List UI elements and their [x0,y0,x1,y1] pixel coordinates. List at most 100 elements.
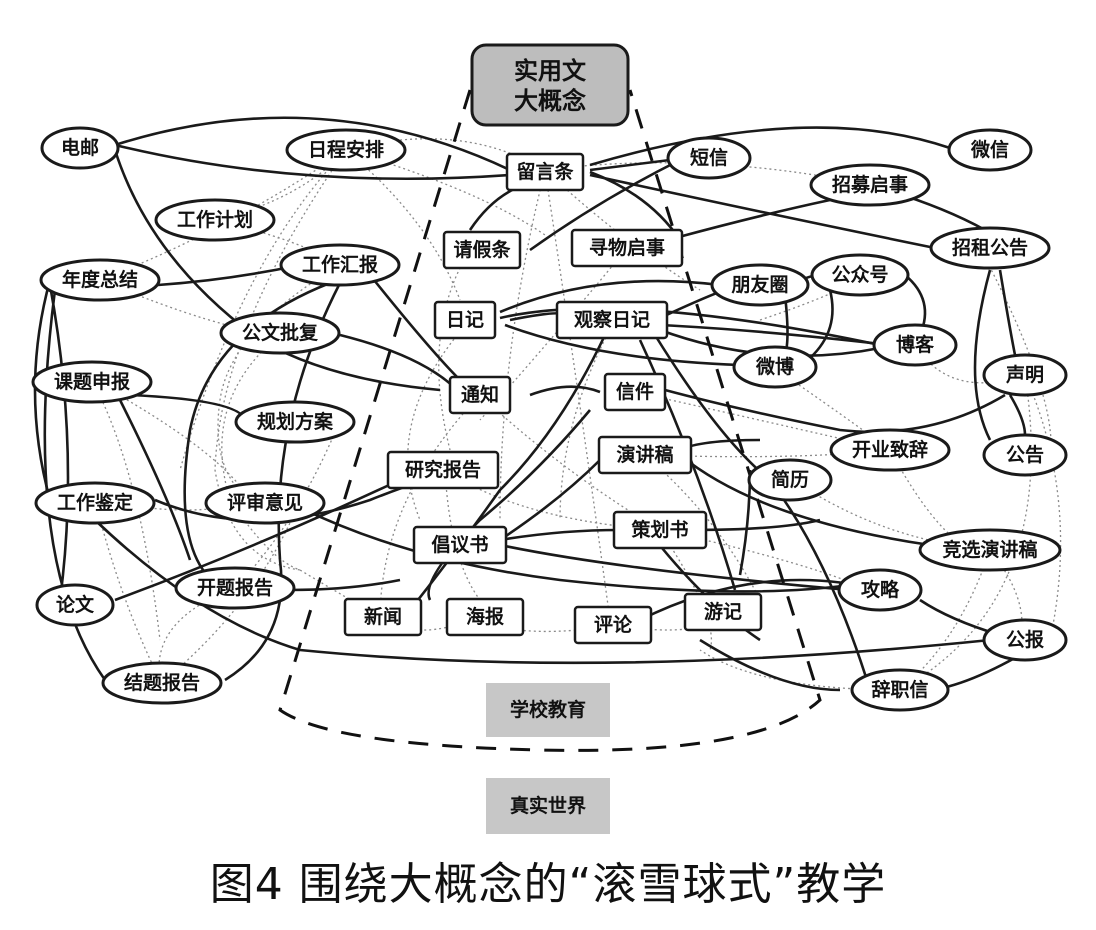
node-changyi: 倡议书 [412,525,508,565]
node-xinwen-shape [343,597,423,637]
node-yanjiang: 演讲稿 [597,435,693,475]
node-liuyan: 留言条 [505,152,585,192]
node-lunwen: 论文 [35,583,115,627]
node-zhaozu: 招租公告 [929,226,1051,270]
node-xunwu-shape [570,228,684,268]
node-tongzhi-label: 通知 [461,383,499,406]
figure-caption: 图4 围绕大概念的“滚雪球式”教学 [209,859,887,910]
node-kaiti-label: 开题报告 [197,576,273,599]
node-qingjia-shape [442,230,522,270]
node-jingxuan: 竞选演讲稿 [918,528,1062,572]
node-pengyouquan: 朋友圈 [710,263,810,307]
node-guancha: 观察日记 [555,300,669,340]
node-liuyan-shape [505,152,585,192]
node-jianli-label: 简历 [771,468,809,491]
node-cehua-shape [612,510,708,550]
node-tongzhi: 通知 [448,375,512,415]
node-gonggao: 公告 [982,433,1068,477]
node-riji-shape [433,300,497,340]
node-layer: 电邮日程安排工作计划年度总结工作汇报公文批复课题申报规划方案工作鉴定评审意见论文… [31,126,1068,712]
node-gongbao-shape [982,618,1068,662]
node-youji-label: 游记 [704,600,742,623]
node-weibo-shape [732,345,818,389]
node-riji: 日记 [433,300,497,340]
real-world-label: 真实世界 [486,778,610,834]
node-duanxin-shape [666,136,752,180]
node-gongzuojihua-label: 工作计划 [177,208,253,231]
top-concept-line-1: 实用文 [514,57,587,85]
node-cizhi-label: 辞职信 [871,678,928,701]
node-pingshen: 评审意见 [204,481,326,525]
node-shengming: 声明 [982,353,1068,397]
node-shengming-shape [982,353,1068,397]
node-gongwen: 公文批复 [219,311,341,355]
node-yanjiu-shape [386,450,500,490]
node-pinglun-shape [573,605,653,645]
node-changyi-label: 倡议书 [431,533,488,556]
node-xinjian-shape [603,372,667,412]
node-youji: 游记 [683,592,763,632]
node-changyi-shape [412,525,508,565]
node-cehua: 策划书 [612,510,708,550]
node-gongzuohuibao-label: 工作汇报 [302,253,378,276]
node-jianding-label: 工作鉴定 [57,491,133,514]
node-niandu-shape [39,258,161,302]
node-jingxuan-shape [918,528,1062,572]
node-zhaomu-shape [809,163,931,207]
node-gonglue-label: 攻略 [861,578,900,601]
node-qingjia-label: 请假条 [453,238,511,261]
node-zhaomu: 招募启事 [809,163,931,207]
node-jieti-label: 结题报告 [124,671,200,694]
school-education-label: 学校教育 [486,683,610,737]
node-jianli: 简历 [747,458,833,502]
node-gonglue-shape [837,568,923,612]
node-pingshen-label: 评审意见 [227,491,303,514]
node-kaiti: 开题报告 [174,566,296,610]
node-gongwen-label: 公文批复 [242,321,319,344]
node-shengming-label: 声明 [1005,363,1044,386]
top-concept-node: 实用文 大概念 [470,43,630,127]
node-youjian-shape [40,126,120,170]
node-lunwen-shape [35,583,115,627]
node-niandu: 年度总结 [39,258,161,302]
node-pengyouquan-shape [710,263,810,307]
node-cehua-label: 策划书 [631,518,688,541]
node-xunwu: 寻物启事 [570,228,684,268]
node-yanjiang-label: 演讲稿 [616,443,673,466]
node-jieti-shape [101,661,223,705]
node-pinglun-label: 评论 [594,613,633,636]
node-weixin: 微信 [947,128,1033,172]
node-cizhi: 辞职信 [850,668,950,712]
node-duanxin-label: 短信 [690,146,728,169]
node-kaiye: 开业致辞 [829,428,951,472]
node-cizhi-shape [850,668,950,712]
node-pinglun: 评论 [573,605,653,645]
node-guihua-label: 规划方案 [257,410,334,433]
node-jianli-shape [747,458,833,502]
node-yanjiang-shape [597,435,693,475]
node-weibo: 微博 [732,345,818,389]
node-gongzuojihua-shape [154,198,276,242]
node-keti-shape [31,360,153,404]
node-jingxuan-label: 竞选演讲稿 [942,538,1037,561]
node-yanjiu: 研究报告 [386,450,500,490]
node-gonggao-label: 公告 [1006,443,1044,466]
node-zhaozu-label: 招租公告 [952,236,1028,259]
node-xinjian: 信件 [603,372,667,412]
node-gongzuohuibao: 工作汇报 [279,243,401,287]
node-youji-shape [683,592,763,632]
node-weibo-label: 微博 [755,355,794,378]
node-haibao-label: 海报 [466,605,504,628]
node-jieti: 结题报告 [101,661,223,705]
node-xinwen-label: 新闻 [364,605,402,628]
node-keti-label: 课题申报 [54,370,130,393]
node-yanjiu-label: 研究报告 [405,458,481,481]
node-gongzhonghao-label: 公众号 [831,263,888,286]
node-gongwen-shape [219,311,341,355]
node-guihua-shape [234,400,356,444]
node-tongzhi-shape [448,375,512,415]
node-haibao-shape [445,597,525,637]
node-youjian-label: 电邮 [61,136,99,159]
node-gongzuojihua: 工作计划 [154,198,276,242]
